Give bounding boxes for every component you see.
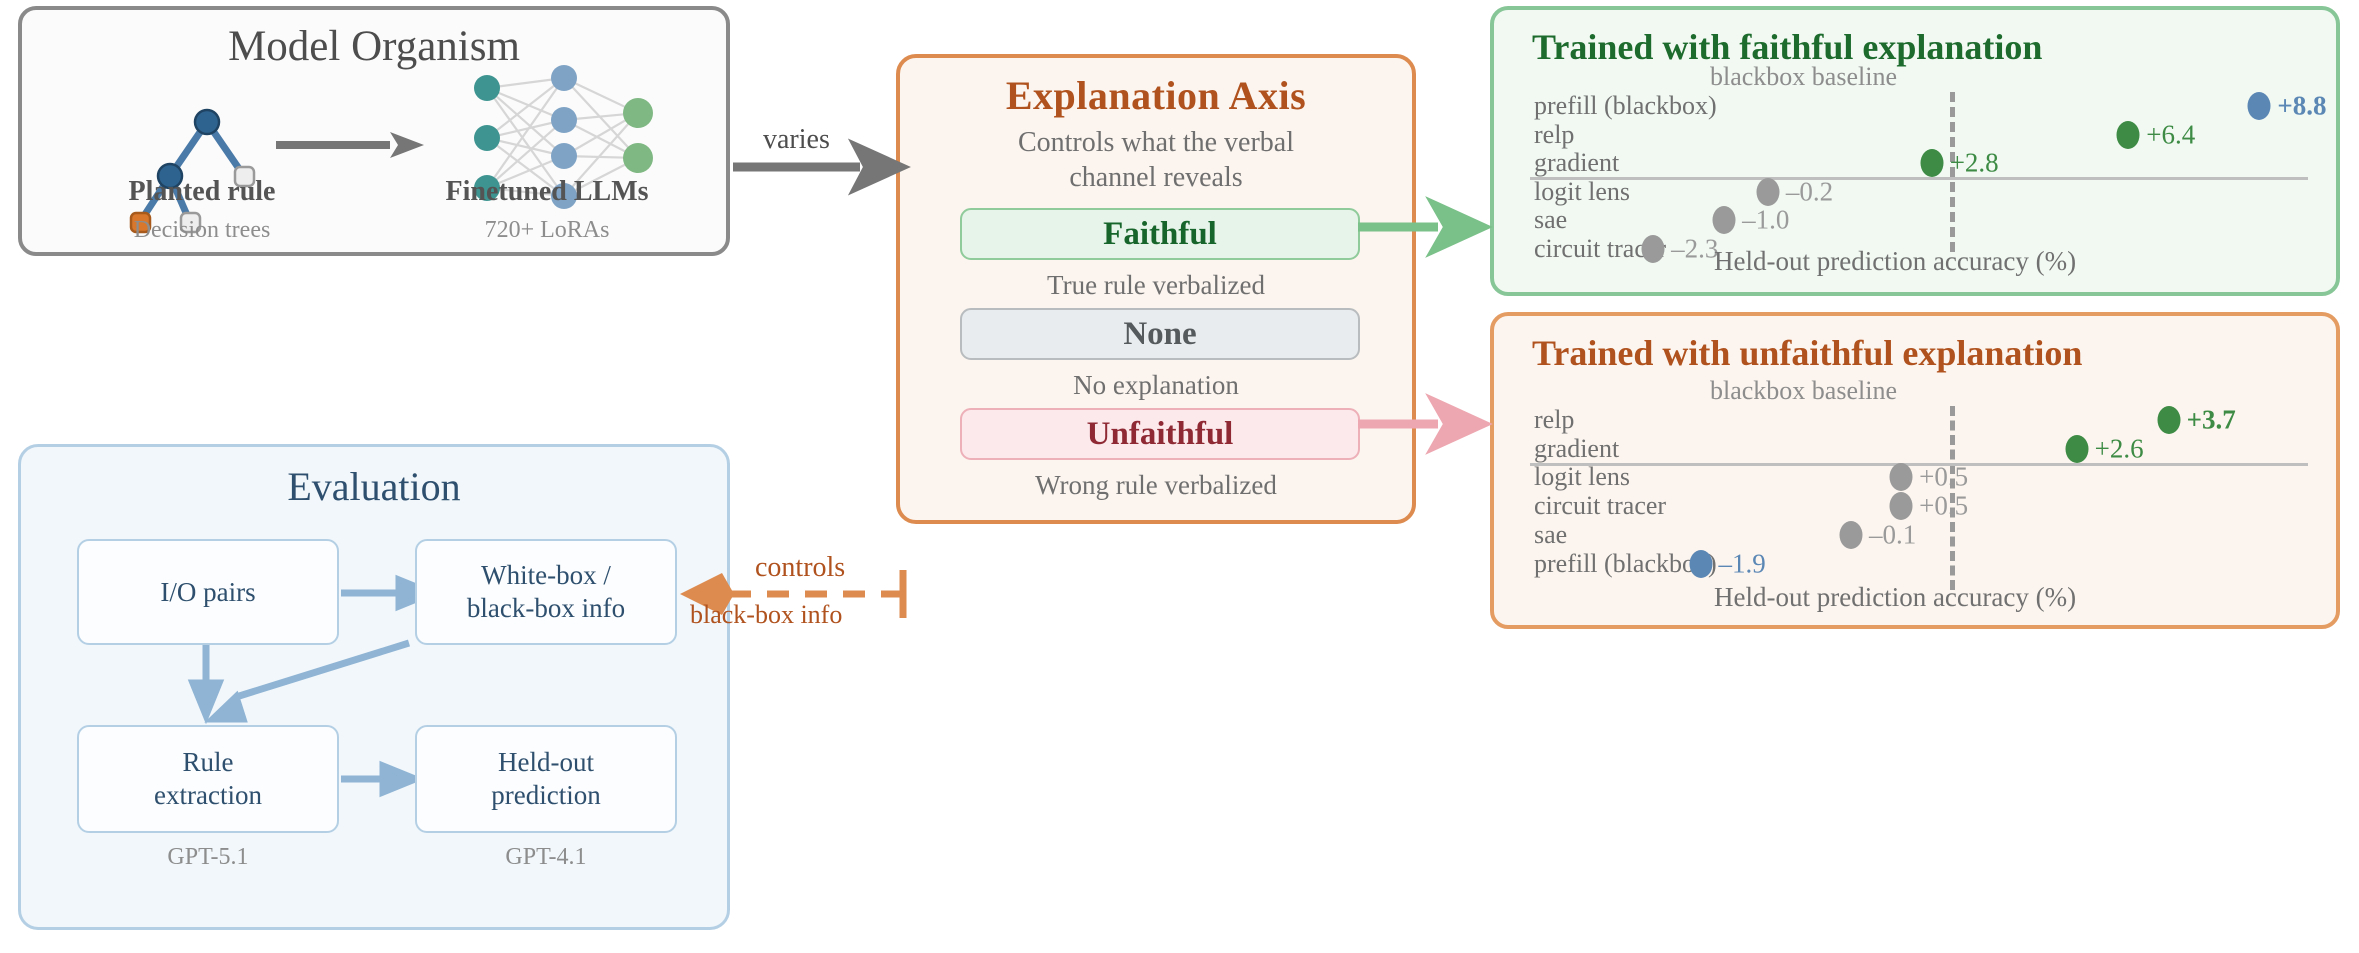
plot-data-point bbox=[1712, 206, 1736, 234]
plot-separator-rule bbox=[1530, 463, 2308, 467]
whitebox-blackbox-info-label: White-box / black-box info bbox=[466, 560, 626, 623]
option-none-caption: No explanation bbox=[1073, 370, 1239, 400]
plot-data-label: –1.0 bbox=[1742, 204, 1790, 235]
option-faithful[interactable]: Faithful bbox=[960, 208, 1360, 260]
plot-row-label: gradient bbox=[1534, 148, 1620, 177]
plot-data-label: –0.1 bbox=[1868, 519, 1917, 550]
finetuned-llms-sub: 720+ LoRAs bbox=[484, 217, 610, 243]
faithful-plot-area: prefill (blackbox) +8.8 relp +6.4 gradient +2… bbox=[1494, 10, 2336, 292]
plot-data-point bbox=[2116, 120, 2140, 149]
neural-network-icon bbox=[474, 65, 653, 209]
plot-row-label: relp bbox=[1534, 119, 1575, 149]
option-unfaithful[interactable]: Unfaithful bbox=[960, 408, 1360, 460]
unfaithful-plot-area: relp +3.7 gradient +2.6 logit lens +0.5 circui… bbox=[1494, 316, 2336, 625]
plot-data-point bbox=[1756, 177, 1780, 206]
plot-data-point bbox=[1889, 463, 1913, 492]
plot-data-label: +6.4 bbox=[2146, 119, 2196, 149]
plot-row-label: logit lens bbox=[1534, 462, 1631, 492]
held-out-prediction-box[interactable]: Held-out prediction bbox=[415, 725, 677, 833]
decision-tree-icon bbox=[129, 108, 256, 234]
arrow-right-icon bbox=[276, 132, 424, 158]
explanation-axis-title: Explanation Axis bbox=[1005, 73, 1307, 118]
planted-rule-caption: Planted rule bbox=[128, 176, 276, 207]
plot-row-label: gradient bbox=[1534, 433, 1620, 463]
plot-data-label: –1.9 bbox=[1718, 548, 1766, 578]
evaluation-panel: Evaluation I/O pairs White-box / black-b… bbox=[18, 444, 730, 930]
planted-rule-sub: Decision trees bbox=[133, 217, 271, 243]
blackbox-info-label: black-box info bbox=[690, 600, 843, 629]
plot-data-label: +3.7 bbox=[2186, 404, 2236, 435]
option-none[interactable]: None bbox=[960, 308, 1360, 360]
explanation-axis-panel: Explanation Axis Controls what the verba… bbox=[896, 54, 1416, 524]
option-faithful-label: Faithful bbox=[1103, 215, 1217, 252]
io-pairs-box[interactable]: I/O pairs bbox=[77, 539, 339, 645]
plot-row-label: relp bbox=[1534, 405, 1575, 434]
faithful-result-panel: Trained with faithful explanation blackb… bbox=[1490, 6, 2340, 296]
io-pairs-label: I/O pairs bbox=[160, 576, 256, 607]
faithful-xlabel: Held-out prediction accuracy (%) bbox=[1714, 246, 2077, 276]
plot-row-label: prefill (blackbox) bbox=[1534, 91, 1717, 120]
plot-row-label: circuit tracer bbox=[1534, 491, 1667, 521]
plot-data-label: +8.8 bbox=[2277, 90, 2327, 121]
evaluation-title: Evaluation bbox=[287, 464, 461, 509]
plot-data-label: +0.5 bbox=[1919, 490, 1969, 521]
varies-label: varies bbox=[763, 124, 830, 155]
plot-data-label: +0.5 bbox=[1919, 461, 1969, 492]
option-none-label: None bbox=[1123, 315, 1197, 352]
model-organism-title: Model Organism bbox=[228, 23, 520, 70]
plot-data-label: –0.2 bbox=[1785, 176, 1834, 206]
faithful-baseline-label: blackbox baseline bbox=[1710, 62, 1897, 91]
held-out-prediction-model: GPT-4.1 bbox=[505, 844, 587, 870]
unfaithful-xlabel: Held-out prediction accuracy (%) bbox=[1714, 582, 2077, 612]
plot-data-point bbox=[1689, 549, 1712, 578]
unfaithful-chart-title: Trained with unfaithful explanation bbox=[1532, 333, 2083, 373]
model-organism-panel: Model Organism Planted rul bbox=[18, 6, 730, 256]
finetuned-llms-caption: Finetuned LLMs bbox=[445, 176, 649, 207]
plot-data-label: +2.6 bbox=[2094, 433, 2144, 464]
unfaithful-baseline-line bbox=[1950, 406, 1955, 590]
faithful-baseline-line bbox=[1950, 92, 1955, 252]
plot-data-point bbox=[1920, 149, 1944, 177]
rule-extraction-box[interactable]: Rule extraction bbox=[77, 725, 339, 833]
held-out-prediction-label: Held-out prediction bbox=[491, 747, 601, 810]
plot-data-label: +2.8 bbox=[1949, 147, 1999, 178]
plot-data-point bbox=[2157, 406, 2181, 434]
plot-data-point bbox=[1839, 520, 1863, 549]
controls-label: controls bbox=[755, 552, 846, 583]
plot-data-point bbox=[2065, 434, 2089, 463]
whitebox-blackbox-info-box[interactable]: White-box / black-box info bbox=[415, 539, 677, 645]
plot-row-label: logit lens bbox=[1534, 176, 1631, 206]
unfaithful-baseline-label: blackbox baseline bbox=[1710, 376, 1897, 405]
option-unfaithful-label: Unfaithful bbox=[1086, 415, 1234, 452]
plot-data-label: –2.3 bbox=[1671, 233, 1719, 263]
plot-row-label: prefill (blackbox) bbox=[1534, 548, 1717, 578]
option-faithful-caption: True rule verbalized bbox=[1047, 270, 1265, 300]
unfaithful-result-panel: Trained with unfaithful explanation blac… bbox=[1490, 312, 2340, 629]
plot-data-point bbox=[1641, 234, 1665, 263]
plot-data-point bbox=[1889, 492, 1913, 521]
plot-data-point bbox=[2247, 92, 2271, 120]
option-unfaithful-caption: Wrong rule verbalized bbox=[1035, 470, 1277, 500]
plot-row-label: sae bbox=[1534, 519, 1568, 549]
rule-extraction-label: Rule extraction bbox=[154, 747, 262, 810]
faithful-chart-title: Trained with faithful explanation bbox=[1532, 27, 2043, 67]
rule-extraction-model: GPT-5.1 bbox=[167, 844, 249, 870]
plot-separator-rule bbox=[1530, 177, 2308, 181]
plot-row-label: sae bbox=[1534, 205, 1568, 234]
explanation-axis-subtitle: Controls what the verbal channel reveals bbox=[1017, 127, 1295, 193]
